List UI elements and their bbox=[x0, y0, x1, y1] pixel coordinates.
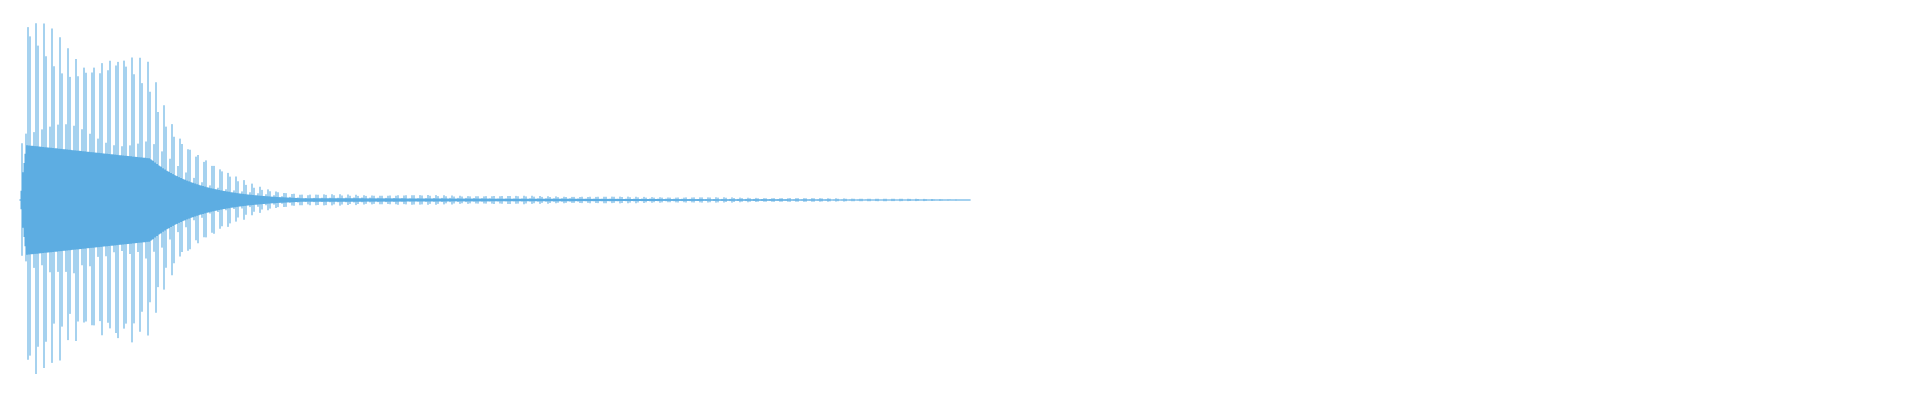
waveform-strokes bbox=[19, 23, 971, 374]
